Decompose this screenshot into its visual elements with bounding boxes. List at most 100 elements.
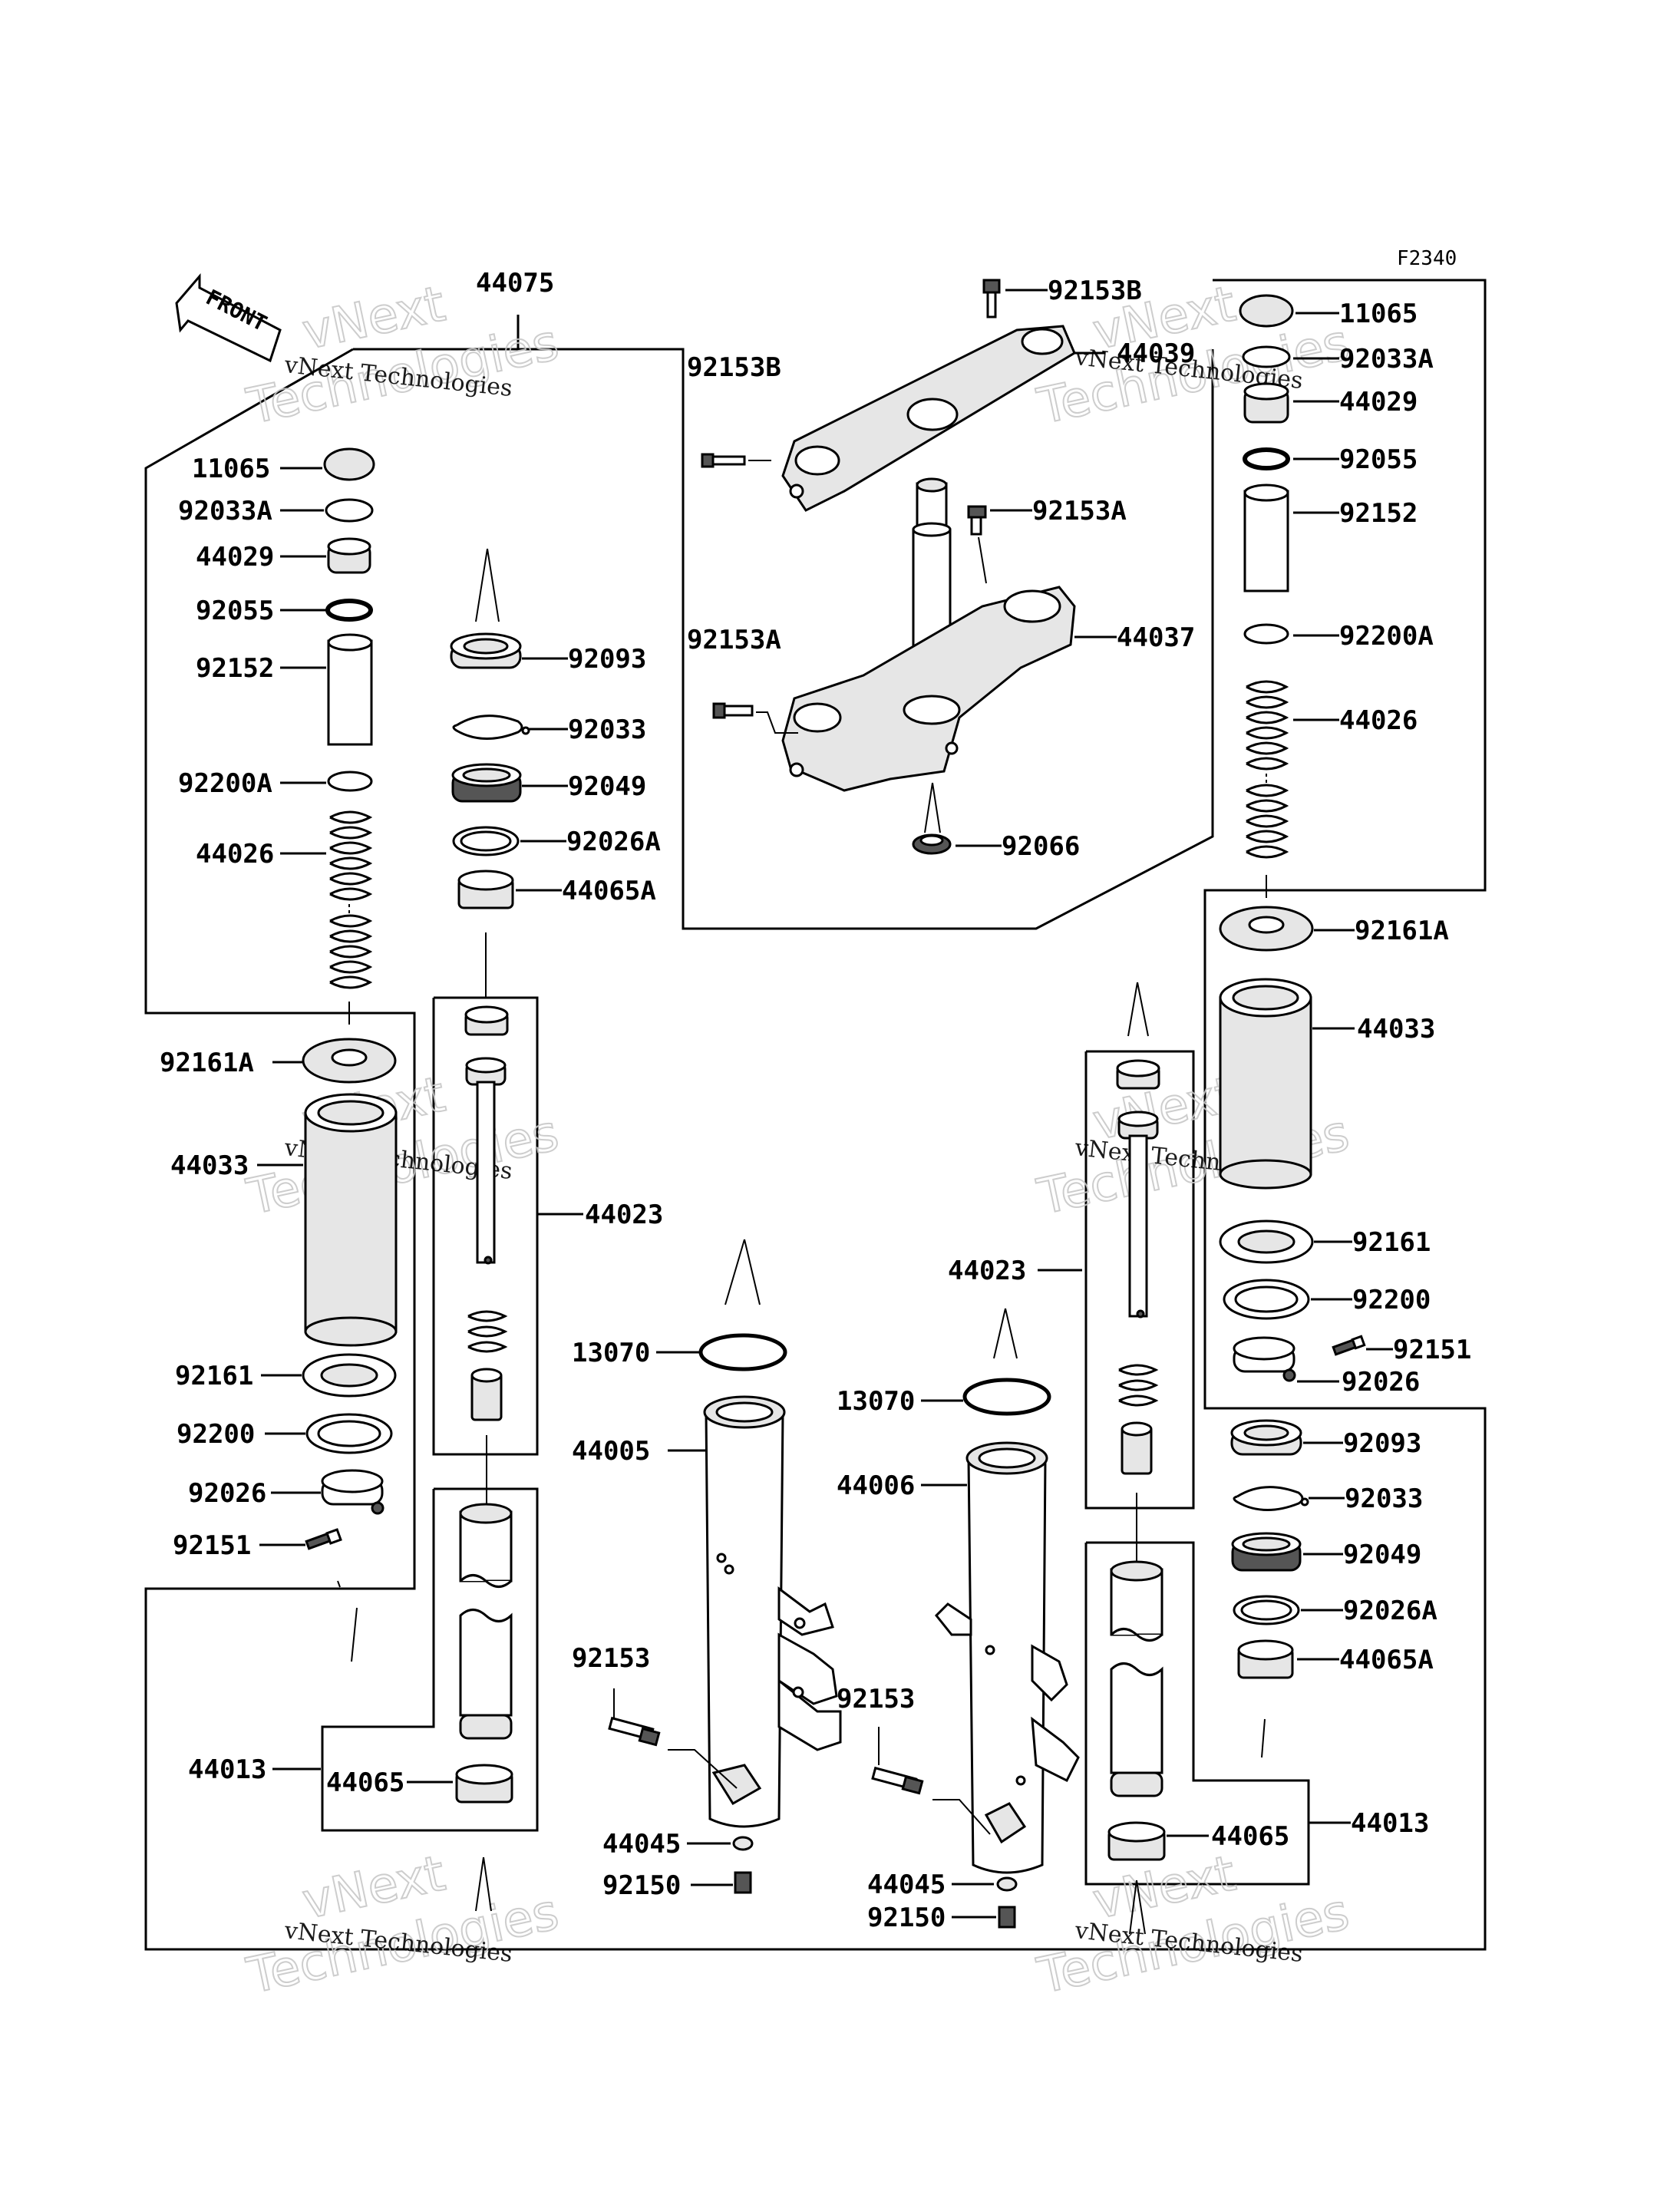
label-92049-left: 92049 <box>568 771 646 802</box>
washer-44045-right <box>996 1876 1018 1892</box>
cover-44033-left <box>304 1093 398 1347</box>
label-44037: 44037 <box>1117 622 1195 653</box>
left-spring-stack: 11065 92033A 44029 92055 92152 92200A 44… <box>160 447 398 1662</box>
right-44013-box <box>1084 1541 1310 1886</box>
collar-92152-left <box>327 639 373 746</box>
bolt-92150-right <box>998 1906 1016 1929</box>
label-92049-right: 92049 <box>1343 1540 1421 1570</box>
inner-tube-left <box>459 1503 513 1740</box>
bolt-92153-right <box>871 1766 924 1795</box>
label-11065-left: 11065 <box>192 454 270 484</box>
left-damper-stack: 92093 92033 92049 92026A 44065A <box>188 548 663 1912</box>
rebound-spring-left <box>467 1310 508 1353</box>
nut-92066 <box>912 833 952 855</box>
bush-44065-right <box>1107 1821 1166 1861</box>
label-44065-right: 44065 <box>1211 1821 1289 1852</box>
label-92153A-right: 92153A <box>1032 496 1127 526</box>
label-92152-left: 92152 <box>196 653 274 684</box>
cap-11065-left <box>323 447 375 481</box>
seal-92093-left <box>450 632 522 669</box>
label-13070-left: 13070 <box>572 1338 650 1368</box>
label-92161A-left: 92161A <box>160 1048 254 1078</box>
label-44013-right: 44013 <box>1351 1808 1429 1839</box>
piece-right <box>1121 1421 1153 1475</box>
left-44013-box <box>321 1487 539 1832</box>
label-44026-left: 44026 <box>196 839 274 870</box>
label-44033-right: 44033 <box>1357 1014 1435 1045</box>
bolt-92150-left <box>734 1871 752 1894</box>
bolt-92151-left <box>305 1528 342 1550</box>
collar-92152-right <box>1243 490 1289 592</box>
label-92033-right: 92033 <box>1345 1483 1423 1514</box>
label-13070-right: 13070 <box>837 1386 915 1417</box>
outer-tube-44005 <box>705 1411 784 1828</box>
label-92151-left: 92151 <box>173 1530 251 1561</box>
bolt-92151-right <box>1332 1335 1366 1356</box>
left-rod-box <box>432 996 539 1456</box>
main-outline <box>144 279 1487 1951</box>
label-44029-right: 44029 <box>1339 387 1418 417</box>
bolt-92153B-left <box>701 453 746 468</box>
front-arrow: FRONT <box>175 272 282 363</box>
label-44039: 44039 <box>1117 338 1195 369</box>
washer-92033A-left <box>325 498 374 523</box>
label-92055-right: 92055 <box>1339 444 1418 475</box>
damper-rod-44023-left <box>464 1005 509 1265</box>
label-92161A-right: 92161A <box>1355 916 1449 946</box>
seal-92093-right <box>1230 1419 1302 1456</box>
clamp-92026-left <box>321 1469 385 1515</box>
bush-44065A-left <box>457 870 514 909</box>
inner-tube-right <box>1110 1560 1163 1797</box>
label-92033A-right: 92033A <box>1339 344 1434 375</box>
bracket-outline <box>518 348 1214 930</box>
bolt-92153A-left <box>712 702 754 719</box>
label-92093-left: 92093 <box>568 644 646 675</box>
bolt-92153-left <box>608 1716 661 1747</box>
label-44065A-right: 44065A <box>1339 1645 1434 1675</box>
oring-92055-left <box>325 599 373 622</box>
label-44045-left: 44045 <box>602 1829 681 1860</box>
label-44026-right: 44026 <box>1339 705 1418 736</box>
bolt-92153A-right <box>967 505 987 536</box>
label-44029-left: 44029 <box>196 542 274 573</box>
label-92200A-right: 92200A <box>1339 621 1434 652</box>
label-92033-left: 92033 <box>568 715 646 745</box>
label-11065-right: 11065 <box>1339 299 1418 329</box>
label-44006: 44006 <box>837 1470 915 1501</box>
spring-44026-right <box>1246 680 1289 859</box>
right-spring-stack: 11065 92033A 44029 92055 92152 92200A 44… <box>1219 294 1471 1758</box>
label-92161-right: 92161 <box>1352 1227 1431 1258</box>
assembly-outlines <box>144 279 1487 1951</box>
label-92026A-right: 92026A <box>1343 1596 1437 1626</box>
bush-44065-left <box>455 1764 513 1804</box>
rebound-spring-right <box>1118 1364 1159 1407</box>
diagram-code: F2340 <box>1397 247 1457 270</box>
ring-13070-left <box>698 1333 787 1371</box>
outer-tube-44006 <box>967 1457 1047 1874</box>
piece-left <box>470 1368 503 1421</box>
label-92066: 92066 <box>1002 831 1080 862</box>
ring-13070-right <box>962 1378 1051 1416</box>
bush-92049-right <box>1231 1532 1302 1572</box>
washer-44045-left <box>732 1836 754 1851</box>
label-92026A-left: 92026A <box>566 827 661 857</box>
label-44065-left: 44065 <box>326 1767 404 1798</box>
label-92026-left: 92026 <box>188 1478 266 1509</box>
cover-44033-right <box>1219 978 1312 1190</box>
right-outer-tube: 13070 44006 92153 44045 92150 <box>837 1308 1080 1933</box>
label-92026-right: 92026 <box>1342 1367 1420 1398</box>
label-44013-left: 44013 <box>188 1754 266 1785</box>
label-92153B-top: 92153B <box>1048 276 1142 306</box>
label-92200A-left: 92200A <box>178 768 272 799</box>
washer-92200A-left <box>327 771 373 792</box>
watermarks: vNext Technologies vNext Technologies vN… <box>242 275 1355 2005</box>
left-outer-tube: 13070 44005 92153 44045 92150 <box>572 1239 842 1901</box>
lower-bracket-44037 <box>781 586 1076 792</box>
label-92033A-left: 92033A <box>178 496 272 526</box>
cap-11065-right <box>1239 294 1294 328</box>
label-44023-left: 44023 <box>585 1200 663 1230</box>
label-44065A-left: 44065A <box>562 876 656 906</box>
label-92200-left: 92200 <box>177 1419 255 1450</box>
bush-92049-left <box>451 763 522 803</box>
